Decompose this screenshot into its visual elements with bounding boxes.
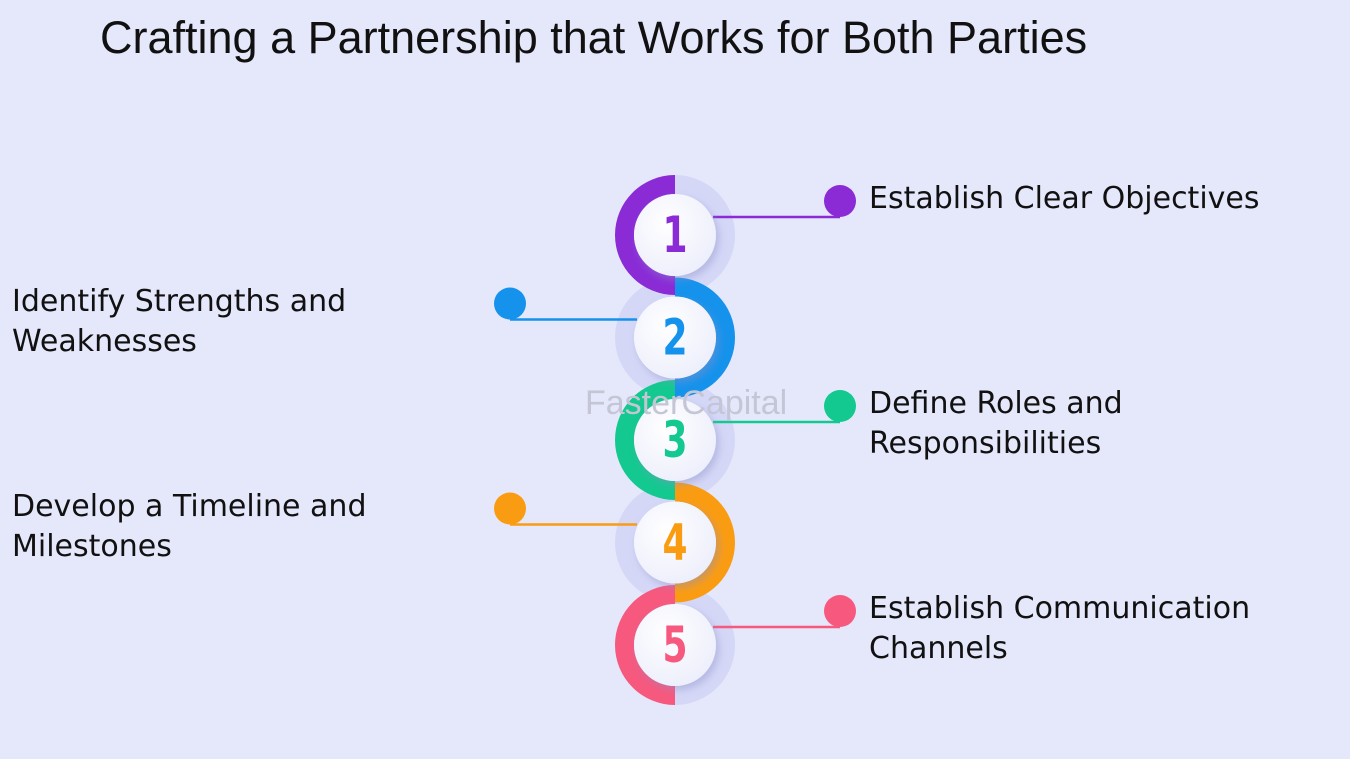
ring-color-half-3 — [615, 380, 675, 500]
ring-color-half-1 — [615, 175, 675, 295]
step-label-line: Responsibilities — [869, 426, 1102, 461]
step-number-3: 3 — [662, 412, 687, 469]
ring-light-half — [675, 175, 735, 295]
ring-light-half — [675, 585, 735, 705]
number-badge-1 — [634, 194, 716, 276]
step-number-5: 5 — [662, 617, 687, 674]
number-badge-5 — [634, 604, 716, 686]
number-badge-2 — [634, 296, 716, 379]
watermark-logo: FasterCapital — [585, 384, 788, 422]
step-label-1: Establish Clear Objectives — [869, 179, 1260, 219]
number-badge-3 — [634, 399, 716, 481]
ring-color-half-4 — [675, 482, 736, 603]
step-number-4: 4 — [662, 515, 687, 572]
number-badge-4 — [634, 501, 716, 584]
step-number-2: 2 — [662, 310, 687, 367]
page-title: Crafting a Partnership that Works for Bo… — [100, 12, 1088, 63]
step-label-line: Establish Clear Objectives — [869, 181, 1260, 216]
step-label-line: Establish Communication — [869, 591, 1251, 626]
ring-color-half-5 — [615, 585, 675, 705]
step-label-line: Identify Strengths and — [12, 283, 347, 319]
step-label-line: Weaknesses — [12, 323, 197, 359]
step-label-line: Define Roles and — [869, 386, 1123, 421]
ring-light-half — [615, 482, 675, 603]
ring-light-half — [675, 380, 735, 500]
connector-dot-1 — [824, 185, 856, 217]
ring-color-half-2 — [675, 277, 736, 398]
step-number-1: 1 — [662, 207, 687, 264]
step-label-line: Develop a Timeline and — [12, 488, 367, 524]
step-label-line: Milestones — [12, 528, 172, 564]
ring-light-half — [615, 277, 675, 398]
connector-dot-5 — [824, 595, 856, 627]
connector-dot-3 — [824, 390, 856, 422]
step-label-line: Channels — [869, 631, 1008, 666]
connector-dot-4 — [494, 492, 526, 525]
connector-dot-2 — [494, 287, 526, 320]
